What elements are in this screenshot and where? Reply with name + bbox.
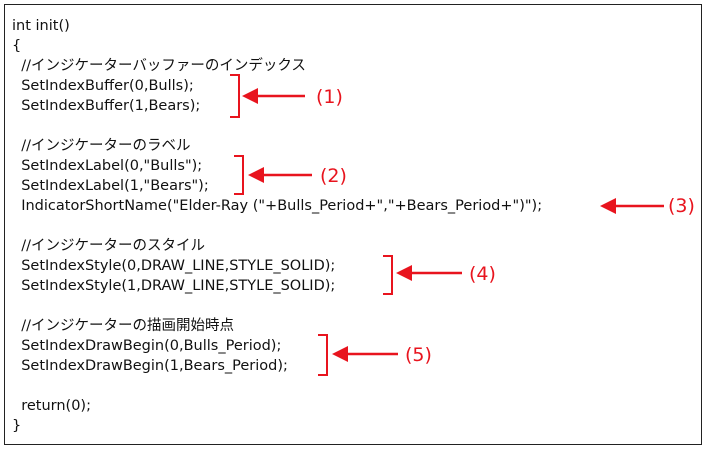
annotation-label-5: (5): [405, 344, 432, 366]
code-frame: [4, 4, 702, 445]
code-line-set-label-1: SetIndexLabel(1,"Bears");: [12, 178, 209, 194]
code-line-comment-draw-begin: //インジケーターの描画開始時点: [12, 318, 234, 334]
code-line-comment-buffer: //インジケーターバッファーのインデックス: [12, 58, 306, 74]
code-line-comment-style: //インジケーターのスタイル: [12, 238, 205, 254]
code-line-draw-begin-1: SetIndexDrawBegin(1,Bears_Period);: [12, 358, 288, 374]
annotation-label-3: (3): [668, 195, 695, 217]
code-line-draw-begin-0: SetIndexDrawBegin(0,Bulls_Period);: [12, 338, 282, 354]
code-line-set-buffer-1: SetIndexBuffer(1,Bears);: [12, 98, 201, 114]
code-line-set-label-0: SetIndexLabel(0,"Bulls");: [12, 158, 203, 174]
code-line-short-name: IndicatorShortName("Elder-Ray ("+Bulls_P…: [12, 198, 543, 214]
bracket-1: [230, 74, 240, 118]
bracket-4: [383, 255, 393, 295]
bracket-2: [234, 155, 244, 195]
code-line-open-brace: {: [12, 38, 22, 54]
code-line-set-buffer-0: SetIndexBuffer(0,Bulls);: [12, 78, 194, 94]
code-line-signature: int init(): [12, 18, 70, 34]
code-line-set-style-0: SetIndexStyle(0,DRAW_LINE,STYLE_SOLID);: [12, 258, 336, 274]
annotation-label-1: (1): [316, 86, 343, 108]
code-line-close-brace: }: [12, 418, 22, 434]
annotation-label-2: (2): [320, 165, 347, 187]
code-line-set-style-1: SetIndexStyle(1,DRAW_LINE,STYLE_SOLID);: [12, 278, 336, 294]
annotation-label-4: (4): [469, 263, 496, 285]
code-line-comment-label: //インジケーターのラベル: [12, 138, 191, 154]
code-line-return: return(0);: [12, 398, 91, 414]
bracket-5: [318, 334, 328, 376]
